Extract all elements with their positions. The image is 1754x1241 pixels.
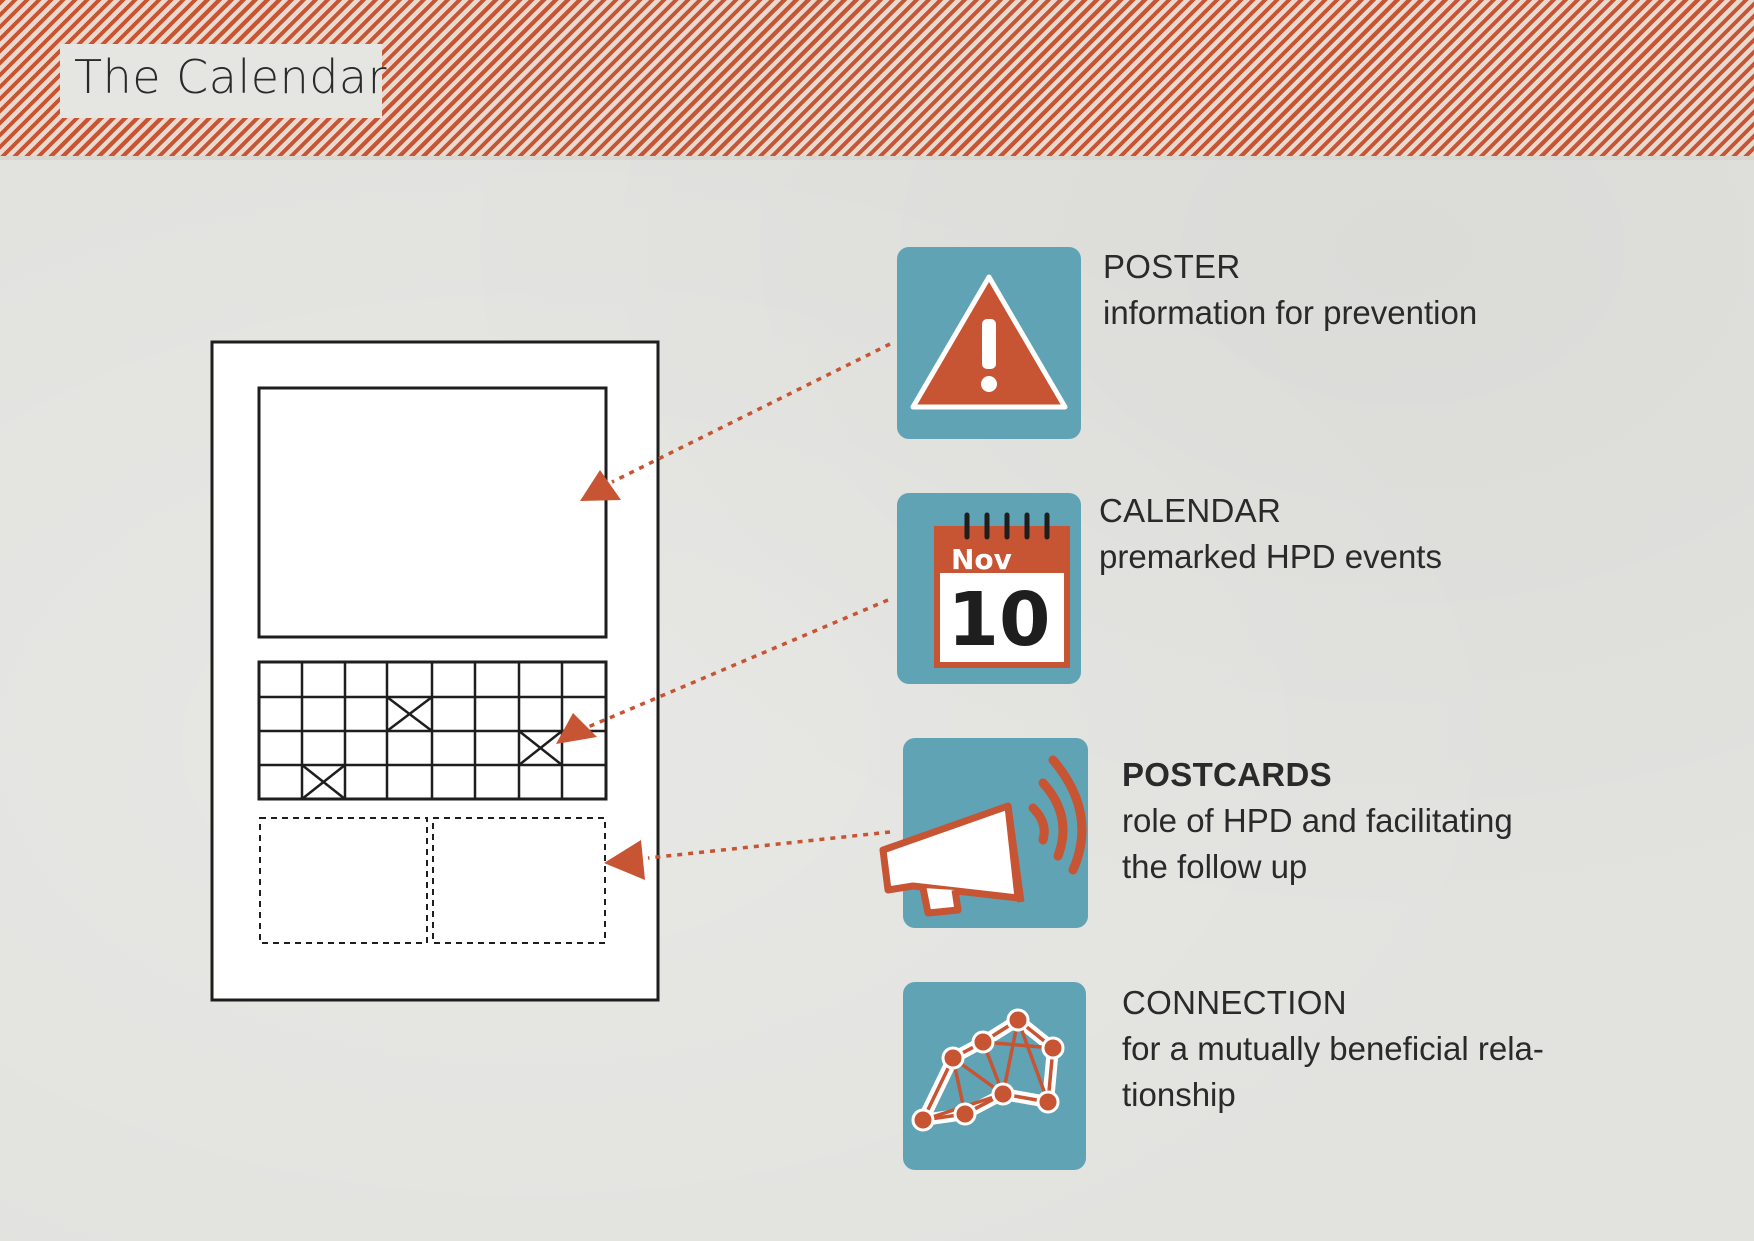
arrowhead-calendar [556,713,597,744]
connection-tile [903,982,1086,1170]
postcards-title: POSTCARDS [1122,756,1332,793]
calendar-month: Nov [951,543,1012,576]
calendar-description: premarked HPD events [1099,538,1442,575]
calendar-label: CALENDAR premarked HPD events [1099,488,1442,580]
warning-icon [910,274,1068,410]
postcard-left [259,817,428,944]
marked-days [301,696,563,800]
postcards-description: role of HPD and facilitating the follow … [1122,802,1513,885]
poster-area [257,386,608,639]
poster-description: information for prevention [1103,294,1478,331]
poster-label: POSTER information for prevention [1103,244,1477,336]
connection-label: CONNECTION for a mutually beneficial rel… [1122,980,1544,1118]
postcard-right [432,817,606,944]
poster-tile [897,247,1081,439]
arrowhead-postcards [604,840,645,880]
calendar-tile: Nov 10 [897,493,1081,684]
calendar-grid [257,660,608,801]
arrowhead-poster [580,470,621,501]
calendar-icon: Nov 10 [934,512,1070,668]
megaphone-icon [879,755,1087,917]
arrow-postcards [647,830,891,860]
connection-title: CONNECTION [1122,984,1347,1021]
page-title: The Calendar [74,50,388,104]
poster-title: POSTER [1103,248,1241,285]
title-box: The Calendar [60,44,387,118]
calendar-day: 10 [948,577,1051,663]
postcards-label: POSTCARDS role of HPD and facilitating t… [1122,752,1513,890]
arrow-poster [611,342,891,484]
postcards-tile [879,738,1088,928]
network-icon [911,1008,1065,1132]
connection-description: for a mutually beneficial rela- tionship [1122,1030,1544,1113]
calendar-title: CALENDAR [1099,492,1282,529]
